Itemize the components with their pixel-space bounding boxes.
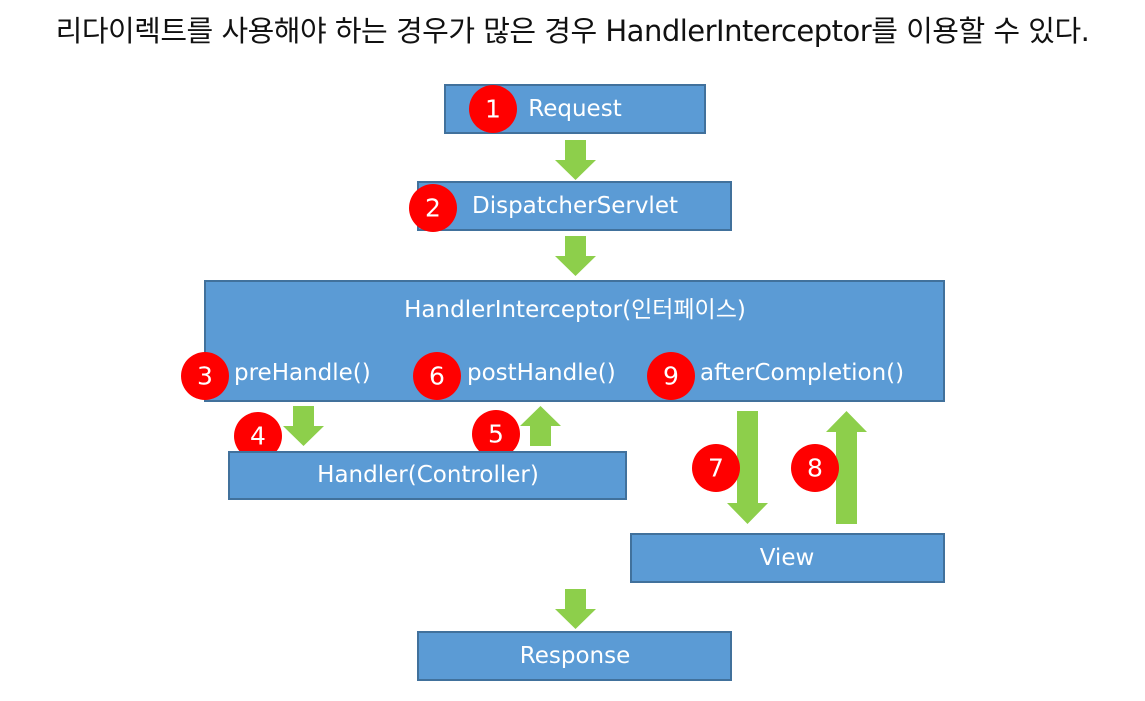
step-badge-4 [234, 412, 282, 460]
page-heading: 리다이렉트를 사용해야 하는 경우가 많은 경우 HandlerIntercep… [55, 14, 1090, 48]
arrow-down-dispatcher-to-interceptor [555, 236, 596, 276]
arrow-down-to-response [555, 589, 596, 629]
handler-interceptor-label: HandlerInterceptor(인터페이스) [404, 297, 746, 323]
response-box [417, 631, 732, 681]
step-number-3: 3 [197, 362, 213, 391]
handler-controller-box [228, 451, 627, 500]
prehandle-method-label: preHandle() [234, 360, 371, 386]
step-badge-8 [791, 444, 839, 492]
arrow-down-request-to-dispatcher [555, 140, 596, 180]
view-label: View [760, 545, 815, 571]
step-number-9: 9 [663, 362, 679, 391]
step-badge-2 [409, 184, 457, 232]
arrow-down-prehandle-to-handler [283, 406, 324, 446]
posthandle-method-label: postHandle() [467, 360, 616, 386]
step-badge-6 [413, 352, 461, 400]
step-badge-9 [647, 352, 695, 400]
view-box [630, 533, 945, 583]
dispatcher-servlet-box [417, 181, 732, 231]
handler-interceptor-box [204, 280, 945, 402]
step-badge-3 [181, 352, 229, 400]
handler-controller-label: Handler(Controller) [317, 462, 539, 488]
step-number-1: 1 [485, 95, 501, 124]
step-number-2: 2 [425, 194, 441, 223]
step-number-5: 5 [488, 420, 504, 449]
response-label: Response [520, 643, 630, 669]
arrow-up-handler-to-posthandle [520, 406, 561, 446]
step-badge-5 [472, 410, 520, 458]
step-number-7: 7 [708, 454, 724, 483]
arrow-up-view-to-interceptor [826, 411, 867, 524]
aftercompletion-method-label: afterCompletion() [700, 360, 904, 386]
step-badge-1 [469, 85, 517, 133]
step-badge-7 [692, 444, 740, 492]
request-label: Request [528, 96, 621, 122]
step-number-8: 8 [807, 454, 823, 483]
arrow-down-interceptor-to-view [727, 411, 768, 524]
step-number-4: 4 [250, 422, 266, 451]
dispatcher-servlet-label: DispatcherServlet [472, 193, 678, 219]
step-number-6: 6 [429, 362, 445, 391]
